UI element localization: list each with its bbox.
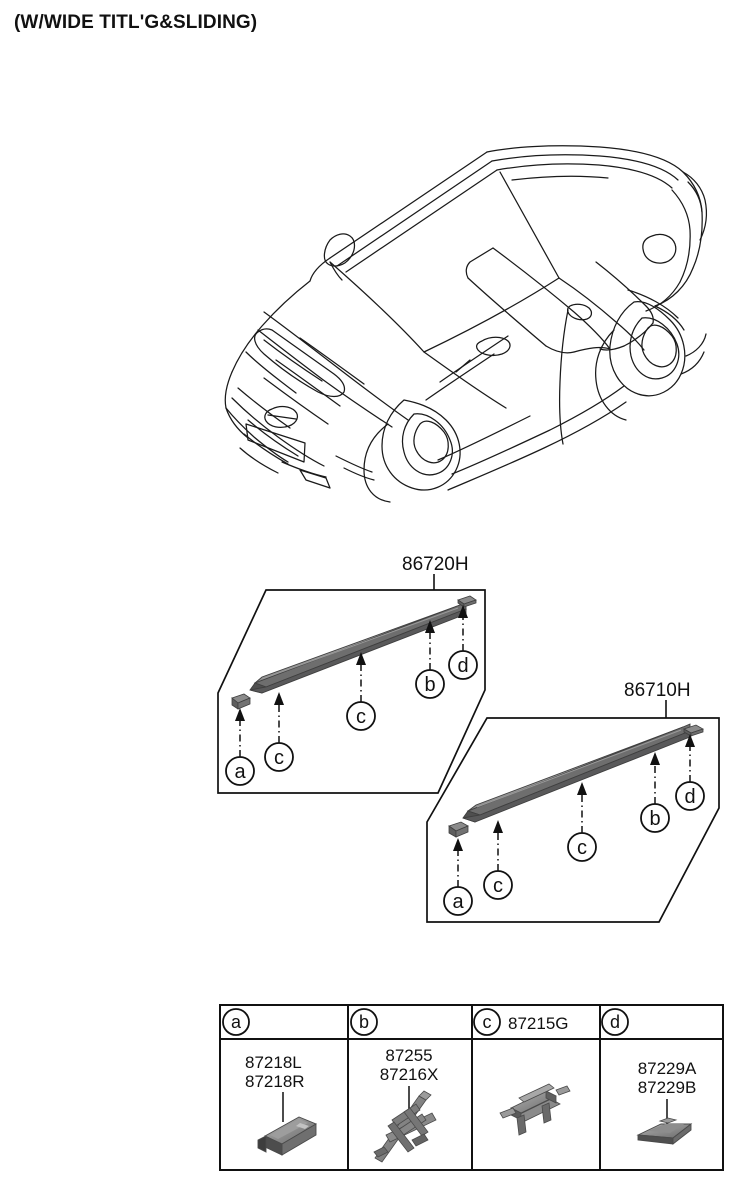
legend-code-b-1: 87255 [385, 1046, 432, 1065]
callout-bubble-b[interactable] [640, 803, 670, 833]
detail-view-86720H: a c c b d [217, 574, 486, 794]
roof-rail-cover-pad-icon [636, 1117, 693, 1145]
page-title: (W/WIDE TITL'G&SLIDING) [14, 12, 258, 33]
callout-arrows-86720H [239, 613, 464, 757]
callout-bubble-a-label: a [234, 761, 246, 783]
end-cap-part-86710H [448, 821, 469, 838]
callout-bubble-c1-label: c [493, 875, 503, 897]
callout-bubble-b-label: b [424, 674, 435, 696]
legend-table: a 87218L 87218R b 8725 [219, 1004, 724, 1171]
legend-code-c-header: 87215G [508, 1014, 569, 1033]
callout-bubbles-86710H: a c c b d [443, 781, 705, 916]
end-cap-part-86720H [231, 693, 251, 710]
legend-column-a[interactable]: a 87218L 87218R [222, 1008, 318, 1156]
legend-column-b[interactable]: b 87255 87216X [350, 1008, 439, 1163]
callout-bubble-c2[interactable] [346, 701, 376, 731]
callout-bubble-a[interactable] [443, 886, 473, 916]
callout-bubble-d-label: d [457, 655, 468, 677]
callout-bubble-c1[interactable] [483, 870, 513, 900]
legend-column-d[interactable]: d 87229A 87229B [601, 1008, 697, 1145]
callout-bubble-b[interactable] [415, 669, 445, 699]
roof-rail-clamp-icon [499, 1083, 571, 1136]
callout-arrowheads-86720H [235, 605, 468, 721]
legend-column-c[interactable]: c 87215G [473, 1008, 571, 1136]
legend-code-b-2: 87216X [380, 1065, 439, 1084]
callout-arrowheads-86710H [453, 734, 695, 851]
detail-box-outline-86720H [217, 589, 486, 794]
roof-rail-end-cap-icon [257, 1116, 318, 1156]
callout-bubble-d[interactable] [675, 781, 705, 811]
roof-rail-clip-bracket-icon [373, 1090, 437, 1163]
legend-code-d-1: 87229A [638, 1059, 697, 1078]
callout-bubbles-86720H: a c c b d [225, 650, 478, 786]
legend-bubble-d-label: d [610, 1012, 620, 1032]
legend-bubble-d[interactable] [601, 1008, 629, 1036]
callout-arrows-86710H [457, 742, 691, 887]
part-number-86710H: 86710H [624, 680, 691, 701]
callout-bubble-c2-label: c [356, 706, 366, 728]
roof-rail-strip-86710H [462, 723, 692, 823]
callout-bubble-c1-label: c [274, 747, 284, 769]
detail-box-outline-86710H [426, 717, 720, 923]
callout-bubble-c2-label: c [577, 837, 587, 859]
legend-bubble-b[interactable] [350, 1008, 378, 1036]
legend-bubble-a-label: a [231, 1012, 242, 1032]
legend-code-a-1: 87218L [245, 1053, 302, 1072]
callout-bubble-d-label: d [684, 786, 695, 808]
cover-pad-part-86710H [683, 724, 704, 737]
callout-bubble-b-label: b [649, 808, 660, 830]
detail-view-86710H: a c c b d [426, 700, 720, 923]
callout-bubble-a[interactable] [225, 756, 255, 786]
callout-bubble-c2[interactable] [567, 832, 597, 862]
callout-bubble-c1[interactable] [264, 742, 294, 772]
callout-bubble-d[interactable] [448, 650, 478, 680]
part-number-86720H: 86720H [402, 554, 469, 575]
cover-pad-part-86720H [457, 595, 477, 608]
callout-bubble-a-label: a [452, 891, 464, 913]
vehicle-illustration [224, 145, 707, 503]
legend-bubble-c[interactable] [473, 1008, 501, 1036]
legend-bubble-c-label: c [483, 1012, 492, 1032]
legend-code-d-2: 87229B [638, 1078, 697, 1097]
legend-code-a-2: 87218R [245, 1072, 305, 1091]
legend-bubble-b-label: b [359, 1012, 369, 1032]
legend-bubble-a[interactable] [222, 1008, 250, 1036]
